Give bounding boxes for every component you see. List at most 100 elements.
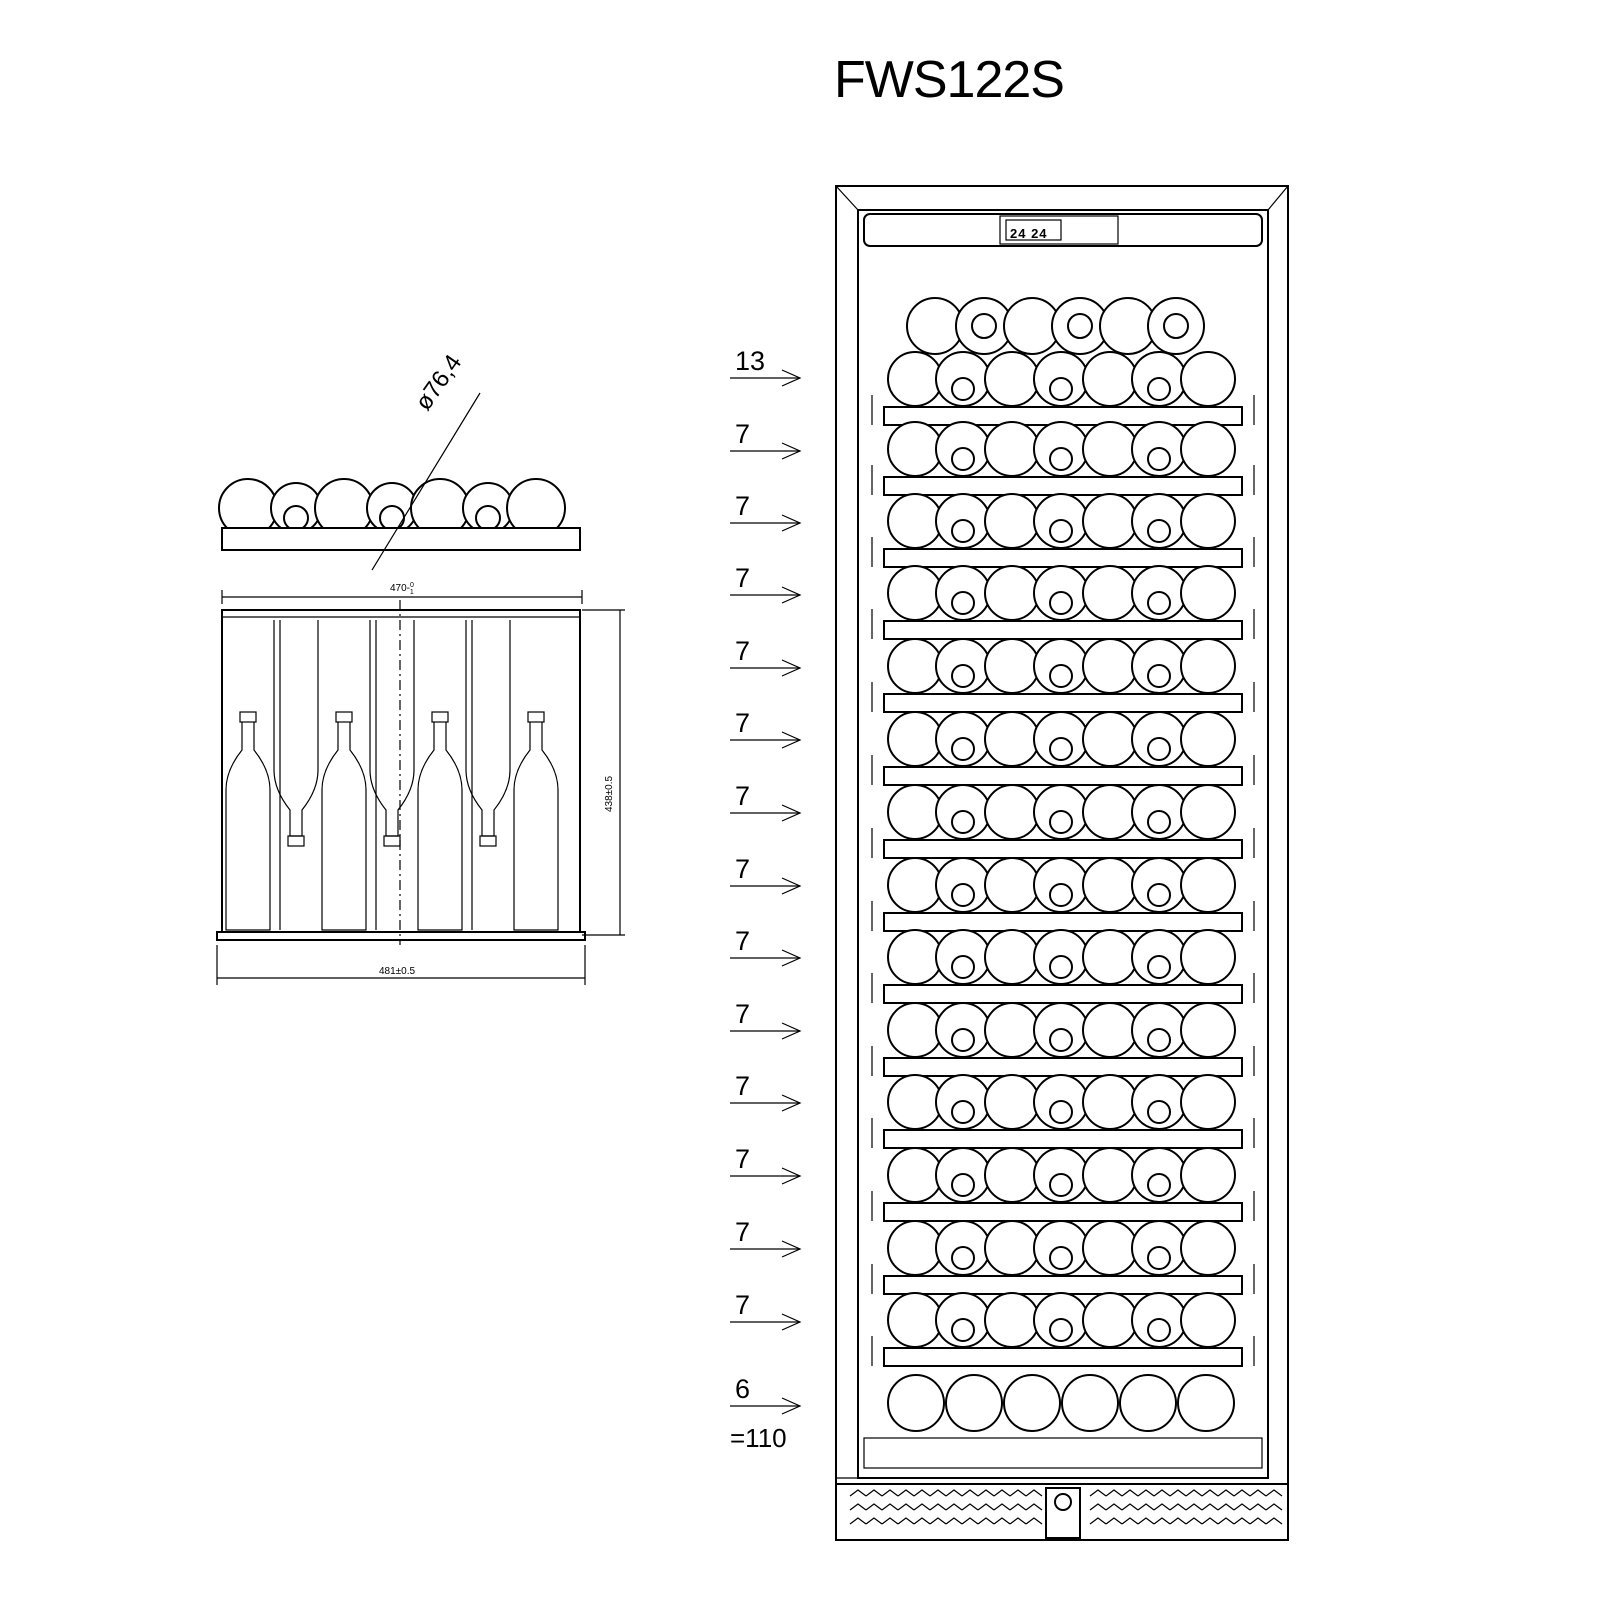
bottle-cap xyxy=(527,711,545,723)
bottle-neck xyxy=(1049,1173,1073,1197)
base-grille xyxy=(835,1483,1289,1541)
shelf-bottle xyxy=(1082,711,1138,767)
grille-vent xyxy=(1153,1517,1171,1525)
grille-vent xyxy=(1217,1517,1235,1525)
top-row-bottle xyxy=(1147,297,1205,355)
grille-vent xyxy=(1089,1503,1107,1511)
grille-vent xyxy=(1137,1489,1155,1497)
grille-vent xyxy=(1169,1517,1187,1525)
bottom-tray xyxy=(863,1437,1263,1469)
shelf-bottle xyxy=(887,784,943,840)
grille-vent xyxy=(1137,1517,1155,1525)
shelf-pointer-arrow xyxy=(781,731,802,749)
shelf-bottle xyxy=(984,1220,1040,1276)
grille-vent xyxy=(897,1503,915,1511)
shelf-bottle xyxy=(1082,1220,1138,1276)
bottle-neck xyxy=(1049,810,1073,834)
bottle-neck xyxy=(1147,1173,1171,1197)
model-title: FWS122S xyxy=(834,51,1065,109)
grille-vent xyxy=(1265,1503,1283,1511)
grille-vent xyxy=(993,1503,1011,1511)
door-inner-frame xyxy=(857,209,1269,1479)
shelf-count-label: 7 xyxy=(735,708,751,738)
shelf-bottle xyxy=(887,565,943,621)
grille-vent xyxy=(1137,1503,1155,1511)
bottle-neck xyxy=(1049,883,1073,907)
grille-vent xyxy=(1089,1517,1107,1525)
shelf-bottle xyxy=(1082,351,1138,407)
grille-vent xyxy=(1153,1489,1171,1497)
depth-dimension-label: 470-01 xyxy=(390,582,418,596)
bottle-cap xyxy=(287,835,305,847)
control-panel-display: 24 24 xyxy=(1010,226,1048,241)
shelf-bottle xyxy=(1180,638,1236,694)
plan-bottle xyxy=(465,620,511,930)
grille-vent xyxy=(897,1489,915,1497)
shelf-bottle xyxy=(1180,711,1236,767)
bottle-neck xyxy=(951,1246,975,1270)
grille-vent xyxy=(1025,1503,1043,1511)
grille-vent xyxy=(945,1503,963,1511)
bottle-outline xyxy=(417,722,463,931)
shelf-bottle xyxy=(887,1220,943,1276)
shelf-rail xyxy=(871,901,1255,931)
shelf-bottle xyxy=(887,857,943,913)
grille-vent xyxy=(1233,1517,1251,1525)
bottom-row-bottle xyxy=(887,1374,945,1432)
shelf-pointer-arrow xyxy=(781,949,802,967)
grille-vent xyxy=(929,1503,947,1511)
bottle-neck xyxy=(1049,519,1073,543)
grille-vent xyxy=(1249,1517,1267,1525)
shelf-pointer-arrow xyxy=(781,1397,802,1415)
shelf-count-label: 7 xyxy=(735,781,751,811)
shelf xyxy=(871,929,1255,1004)
shelf xyxy=(871,711,1255,786)
shelf-rail xyxy=(871,828,1255,858)
shelf-bottle xyxy=(1180,1220,1236,1276)
shelf-count-label: 7 xyxy=(735,491,751,521)
grille-vent xyxy=(1105,1517,1123,1525)
grille-vent xyxy=(1265,1517,1283,1525)
grille-vent xyxy=(881,1517,899,1525)
shelf-count-label: 7 xyxy=(735,419,751,449)
grille-vent xyxy=(1185,1489,1203,1497)
shelf-count-label: 7 xyxy=(735,1144,751,1174)
grille-vent xyxy=(1009,1489,1027,1497)
grille-vent xyxy=(897,1517,915,1525)
shelf-bottle xyxy=(1082,493,1138,549)
grille-vent xyxy=(945,1517,963,1525)
grille-vent xyxy=(849,1517,867,1525)
top-shelf-bottle xyxy=(270,482,322,534)
grille-vent xyxy=(1233,1503,1251,1511)
corner-line xyxy=(835,185,859,211)
bottom-row-bottle xyxy=(1119,1374,1177,1432)
grille-vent xyxy=(881,1489,899,1497)
grille-vent xyxy=(1121,1489,1139,1497)
bottle-neck xyxy=(951,1318,975,1342)
bottle-outline xyxy=(321,722,367,931)
shelf xyxy=(871,638,1255,713)
grille-vent xyxy=(1233,1489,1251,1497)
shelf xyxy=(871,351,1255,426)
bottle-outline xyxy=(513,722,559,931)
shelf-bottle xyxy=(984,929,1040,985)
shelf-count-label: 7 xyxy=(735,1071,751,1101)
bottle-neck xyxy=(951,1100,975,1124)
shelf-bottle xyxy=(1082,784,1138,840)
grille-vent xyxy=(1009,1517,1027,1525)
shelf-bottle xyxy=(1180,421,1236,477)
shelf-count-label: 7 xyxy=(735,563,751,593)
shelf-bottle xyxy=(1082,565,1138,621)
shelf-bottle xyxy=(1180,929,1236,985)
grille-vent xyxy=(1249,1503,1267,1511)
bottle-neck xyxy=(951,810,975,834)
grille-vent xyxy=(1009,1503,1027,1511)
shelf xyxy=(871,1002,1255,1077)
grille-vent xyxy=(1105,1489,1123,1497)
shelf-board xyxy=(883,693,1243,713)
plan-bottle xyxy=(321,711,367,931)
shelf xyxy=(871,1220,1255,1295)
lock xyxy=(1045,1487,1081,1539)
shelf-rail xyxy=(871,465,1255,495)
shelf-rail xyxy=(871,1336,1255,1366)
